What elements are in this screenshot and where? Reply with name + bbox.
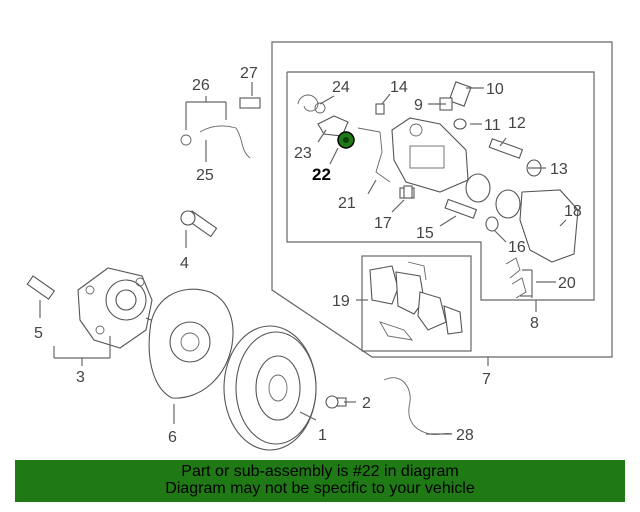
callout-27: 27 [240,65,258,82]
bolt-14 [375,103,385,115]
callout-23: 23 [294,145,312,162]
callout-3: 3 [76,369,85,386]
callout-12: 12 [508,115,526,132]
callout-21: 21 [338,195,356,212]
callout-19: 19 [332,293,350,310]
dust-shield [148,288,234,399]
callout-13: 13 [550,161,568,178]
bleeder-cap [453,118,467,130]
wheel-stud [26,275,56,300]
callout-7: 7 [482,371,491,388]
boot-16 [485,216,499,232]
anti-rattle-clips [505,257,527,299]
shield-bolt [180,210,218,238]
callout-25: 25 [196,167,214,184]
caliper-assembly-outline [271,41,613,358]
callout-22: 22 [312,165,331,184]
bracket-27 [239,97,261,109]
piston [465,173,521,219]
brake-rotor [223,325,317,451]
callout-15: 15 [416,225,434,242]
part-22-highlight [337,131,355,149]
washer-24 [314,102,326,114]
callout-4: 4 [180,255,189,272]
callout-2: 2 [362,395,371,412]
bolt-17 [403,185,413,199]
rotor-screw [325,395,347,409]
caliper-body [391,117,469,193]
abs-sensor-wire [383,377,453,436]
callout-1: 1 [318,427,327,444]
grommet [180,134,192,146]
caliper-subassembly-outline [286,71,595,301]
wire-harness [199,125,251,159]
callout-20: 20 [558,275,576,292]
caliper-bracket [519,189,579,263]
callout-28: 28 [456,427,474,444]
callout-11: 11 [484,117,501,134]
callout-18: 18 [564,203,582,220]
leader-lines [39,82,567,435]
callout-5: 5 [34,325,43,342]
spring-24 [297,94,319,112]
banner-line-1: Part or sub-assembly is #22 in diagram [181,463,459,480]
callout-6: 6 [168,429,177,446]
brake-pads [369,261,463,341]
pad-clip-21 [357,127,391,183]
callout-14: 14 [390,79,408,96]
callout-16: 16 [508,239,526,256]
callout-8: 8 [530,315,539,332]
pad-kit-outline [361,255,472,352]
callout-26: 26 [192,77,210,94]
callout-9: 9 [414,97,423,114]
info-banner: Part or sub-assembly is #22 in diagram D… [15,460,625,502]
bleeder-screw [448,81,472,107]
callout-10: 10 [486,81,504,98]
callout-24: 24 [332,79,350,96]
callout-17: 17 [374,215,392,232]
hub-bearing [77,267,157,349]
banner-line-2: Diagram may not be specific to your vehi… [165,480,475,497]
